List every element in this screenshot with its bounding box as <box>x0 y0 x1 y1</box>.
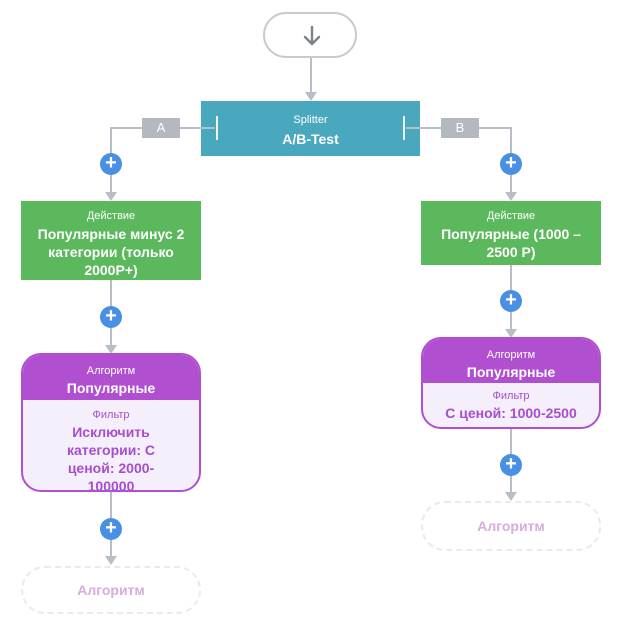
action-node-a[interactable]: Действие Популярные минус 2 категории (т… <box>21 201 201 280</box>
connector-arrow <box>505 329 517 338</box>
connector-arrow <box>505 492 517 501</box>
algorithm-placeholder-b[interactable]: Алгоритм <box>421 501 601 551</box>
action-caption: Действие <box>86 210 136 222</box>
algorithm-filter: Фильтр Исключить категории: С ценой: 200… <box>23 400 199 492</box>
splitter-left-port <box>216 116 218 140</box>
splitter-caption: Splitter <box>293 114 328 126</box>
branch-b-label: B <box>441 118 479 138</box>
connector-arrow <box>505 192 517 201</box>
filter-text: Исключить категории: С ценой: 2000-10000… <box>66 424 156 492</box>
splitter-node[interactable]: Splitter A/B-Test <box>201 101 420 156</box>
start-node[interactable] <box>263 12 357 58</box>
action-title: Популярные (1000 – 2500 Р) <box>441 226 581 260</box>
add-step-button[interactable]: + <box>500 153 522 175</box>
action-title: Популярные минус 2 категории (только 200… <box>37 226 185 278</box>
algorithm-caption: Алгоритм <box>486 349 536 361</box>
add-step-button[interactable]: + <box>100 153 122 175</box>
filter-caption: Фильтр <box>492 390 530 402</box>
add-step-button[interactable]: + <box>500 290 522 312</box>
algorithm-node-b[interactable]: Алгоритм Популярные Фильтр С ценой: 1000… <box>421 337 601 429</box>
algorithm-title: Популярные <box>466 364 556 380</box>
filter-caption: Фильтр <box>92 409 130 421</box>
placeholder-label: Алгоритм <box>477 518 545 534</box>
connector-arrow <box>305 92 317 101</box>
algorithm-placeholder-a[interactable]: Алгоритм <box>21 566 201 614</box>
branch-a-label: A <box>142 118 180 138</box>
action-node-b[interactable]: Действие Популярные (1000 – 2500 Р) <box>421 201 601 265</box>
algorithm-filter: Фильтр С ценой: 1000-2500 <box>423 383 599 422</box>
add-step-button[interactable]: + <box>100 306 122 328</box>
algorithm-title: Популярные <box>66 380 156 396</box>
algorithm-header: Алгоритм Популярные <box>23 355 199 400</box>
splitter-title: A/B-Test <box>282 131 339 147</box>
connector-arrow <box>105 192 117 201</box>
splitter-right-port <box>403 116 405 140</box>
filter-text: С ценой: 1000-2500 <box>445 405 577 421</box>
placeholder-label: Алгоритм <box>77 582 145 598</box>
add-step-button[interactable]: + <box>100 518 122 540</box>
action-caption: Действие <box>486 210 536 222</box>
connector <box>310 58 312 92</box>
connector-arrow <box>105 345 117 354</box>
arrow-down-icon <box>303 25 321 46</box>
algorithm-node-a[interactable]: Алгоритм Популярные Фильтр Исключить кат… <box>21 353 201 492</box>
connector-arrow <box>105 556 117 565</box>
add-step-button[interactable]: + <box>500 454 522 476</box>
algorithm-caption: Алгоритм <box>86 365 136 377</box>
algorithm-header: Алгоритм Популярные <box>423 339 599 383</box>
